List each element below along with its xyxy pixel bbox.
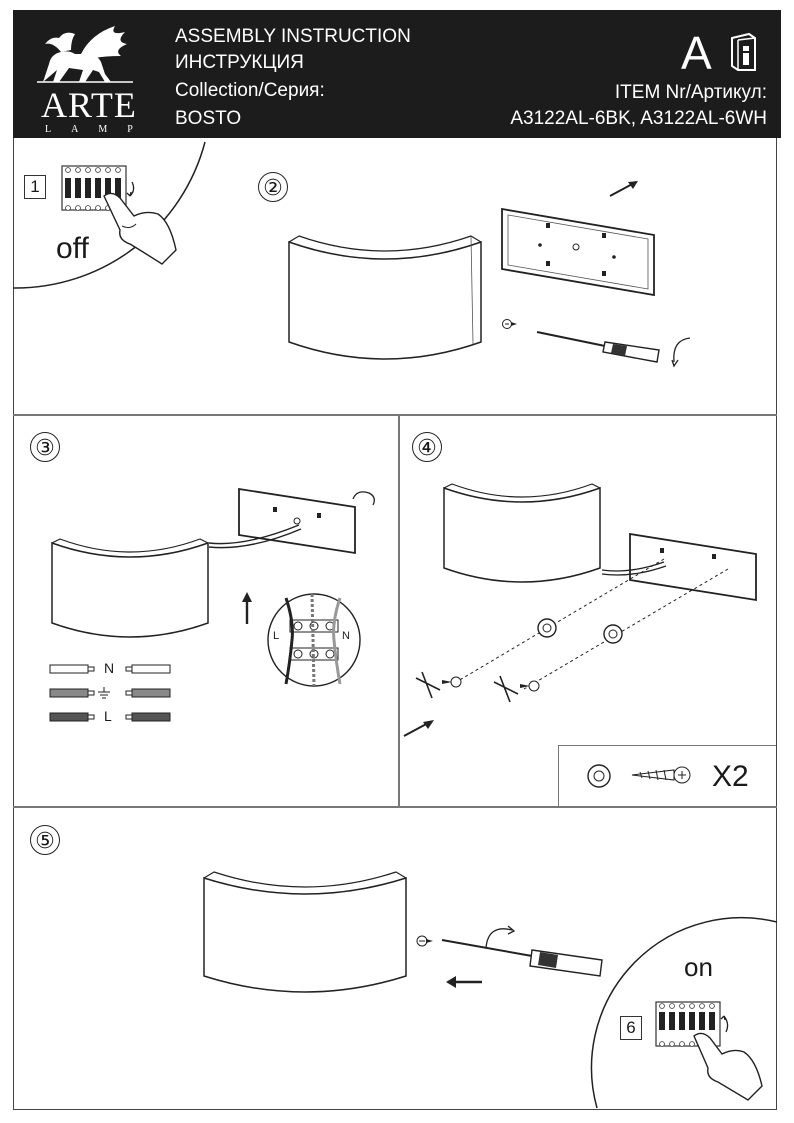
divider-row2 xyxy=(13,806,777,808)
divider-row1 xyxy=(13,414,777,416)
terminal-block-zoom xyxy=(267,593,361,687)
wire-live-icon xyxy=(49,712,171,722)
step1-circle xyxy=(12,141,206,289)
mounting-plate-step4 xyxy=(601,532,757,602)
step1-number: 1 xyxy=(24,175,46,199)
left-arrow-icon xyxy=(446,976,482,988)
step6-circle xyxy=(590,917,778,1109)
step4-number: ④ xyxy=(412,432,442,462)
mounting-plate-step2 xyxy=(501,207,655,297)
arrow-icon xyxy=(609,181,638,197)
kit-quantity: X2 xyxy=(712,760,749,793)
title-english: ASSEMBLY INSTRUCTION xyxy=(175,26,411,47)
wall-plug-icon xyxy=(537,618,557,638)
terminal-n-label: N xyxy=(342,630,350,642)
wire-ground-icon xyxy=(49,687,171,699)
step5-number: ⑤ xyxy=(30,825,60,855)
rotate-arrow-icon xyxy=(671,337,691,368)
lamp-shade-step3 xyxy=(51,538,209,638)
screw-icon xyxy=(416,935,433,947)
header-banner: ARTE LAMP ASSEMBLY INSTRUCTION ИНСТРУКЦИ… xyxy=(13,10,781,138)
kit-screw-icon xyxy=(631,766,691,784)
logo-subtitle: LAMP xyxy=(45,124,153,135)
lamp-shade-step2 xyxy=(288,235,482,360)
arrow-icon xyxy=(403,720,434,737)
collection-label: Collection/Серия: xyxy=(175,80,325,101)
step6-number: 6 xyxy=(620,1016,642,1040)
step2-number: ② xyxy=(258,172,288,202)
wire-n-label: N xyxy=(104,660,115,676)
dashed-guide-lines xyxy=(457,558,729,690)
wall-plug-icon xyxy=(603,624,623,644)
griffin-logo-icon xyxy=(37,26,133,83)
anchor-screw-icon xyxy=(415,671,462,699)
wire-l-label: L xyxy=(104,708,112,724)
step3-number: ③ xyxy=(30,432,60,462)
lamp-shade-step4 xyxy=(443,483,601,583)
title-russian: ИНСТРУКЦИЯ xyxy=(175,52,304,73)
rotate-arrow-icon xyxy=(485,925,516,949)
hand-icon xyxy=(693,1032,763,1101)
screwdriver-icon xyxy=(536,331,660,363)
item-number-value: A3122AL-6BK, A3122AL-6WH xyxy=(510,108,767,129)
instruction-frame xyxy=(13,138,777,1110)
kit-plug-icon xyxy=(587,764,611,788)
up-arrow-icon xyxy=(242,592,252,624)
off-label: off xyxy=(56,232,89,265)
mounting-plate-step3 xyxy=(208,487,375,555)
hardware-kit-box xyxy=(558,745,776,807)
item-number-label: ITEM Nr/Артикул: xyxy=(614,82,767,103)
screw-icon xyxy=(502,319,517,329)
info-book-icon xyxy=(731,32,756,71)
collection-value: BOSTO xyxy=(175,108,242,129)
divider-col xyxy=(398,414,400,807)
screwdriver-icon xyxy=(441,939,603,977)
terminal-l-label: L xyxy=(273,630,280,642)
on-label: on xyxy=(684,952,713,982)
anchor-screw-icon xyxy=(493,675,540,703)
wire-neutral-icon xyxy=(49,664,171,674)
logo-wordmark: ARTE xyxy=(41,85,137,125)
lamp-shade-step5 xyxy=(203,871,407,993)
breaker-switch-icon xyxy=(655,1001,729,1047)
hand-icon xyxy=(103,192,177,265)
energy-class-letter: A xyxy=(681,27,712,79)
